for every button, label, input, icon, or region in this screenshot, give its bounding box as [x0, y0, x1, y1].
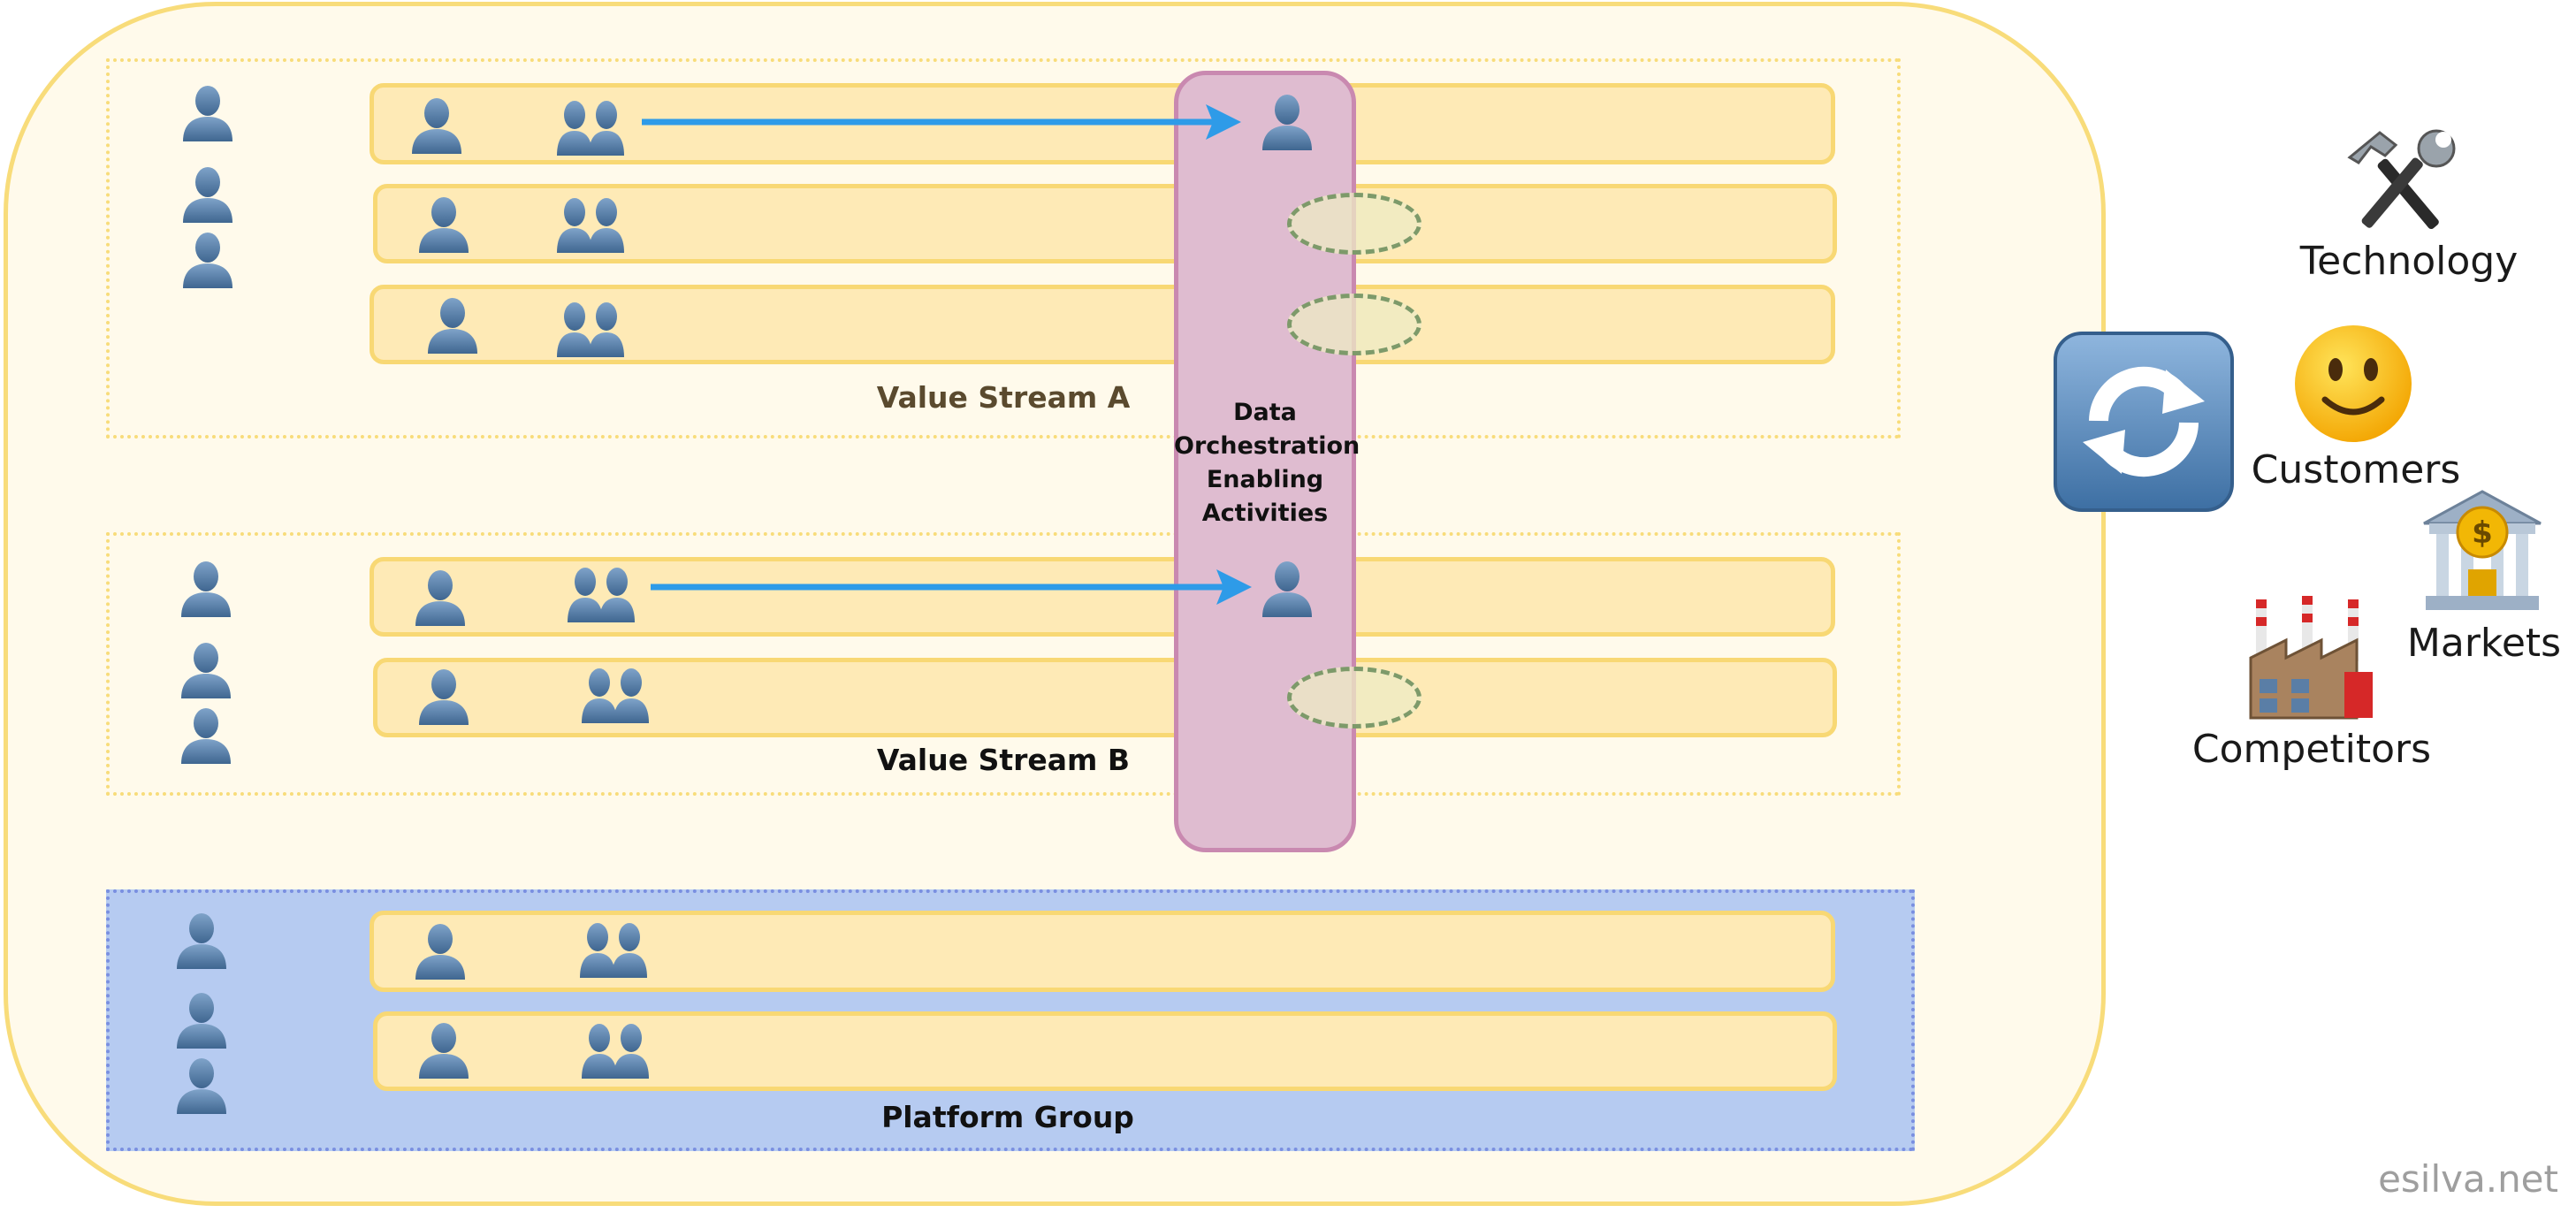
value-stream-b-label: Value Stream B [876, 743, 1131, 777]
data-person-icon [1259, 92, 1315, 150]
markets-label: Markets [2406, 621, 2562, 666]
value-stream-b-group [106, 532, 1901, 796]
person-icon [408, 95, 465, 154]
person-icon [412, 568, 469, 626]
team-lane [370, 911, 1835, 992]
team-members-icon [580, 665, 651, 723]
svg-text:$: $ [2472, 515, 2493, 551]
data-capability-ellipse [1287, 667, 1421, 729]
data-capability-ellipse [1287, 294, 1421, 355]
team-lane [373, 1011, 1837, 1091]
person-icon [173, 911, 230, 969]
refresh-cycle-icon [2054, 332, 2234, 512]
person-icon [412, 921, 469, 980]
person-icon [415, 195, 472, 253]
team-members-icon [566, 564, 636, 622]
technology-label: Technology [2299, 239, 2519, 284]
person-icon [179, 230, 236, 288]
smiley-face-icon [2295, 325, 2412, 442]
person-icon [173, 1056, 230, 1114]
person-icon [415, 1020, 472, 1079]
person-icon [424, 295, 481, 354]
value-stream-a-group [106, 58, 1901, 439]
data-capability-ellipse [1287, 193, 1421, 255]
value-stream-a-label: Value Stream A [876, 380, 1131, 415]
platform-group-label: Platform Group [881, 1100, 1134, 1134]
hammer-wrench-icon [2347, 129, 2456, 230]
person-icon [178, 640, 234, 698]
factory-icon [2249, 596, 2373, 720]
team-members-icon [555, 299, 626, 357]
person-icon [179, 164, 236, 223]
data-orchestration-label: Data Orchestration Enabling Activities [1174, 399, 1360, 527]
handoff-arrow [651, 569, 1252, 605]
bank-icon: $ [2423, 490, 2542, 610]
team-lane [373, 184, 1837, 263]
person-icon [179, 83, 236, 141]
team-members-icon [555, 97, 626, 156]
handoff-arrow [642, 104, 1241, 140]
person-icon [178, 559, 234, 617]
team-members-icon [580, 1020, 651, 1079]
person-icon [415, 667, 472, 725]
team-lane [373, 658, 1837, 737]
data-person-icon [1259, 559, 1315, 617]
team-members-icon [578, 919, 649, 978]
person-icon [173, 990, 230, 1049]
competitors-label: Competitors [2191, 727, 2432, 772]
team-members-icon [555, 195, 626, 253]
watermark: esilva.net [2378, 1157, 2558, 1201]
customers-label: Customers [2251, 447, 2461, 492]
person-icon [178, 706, 234, 764]
